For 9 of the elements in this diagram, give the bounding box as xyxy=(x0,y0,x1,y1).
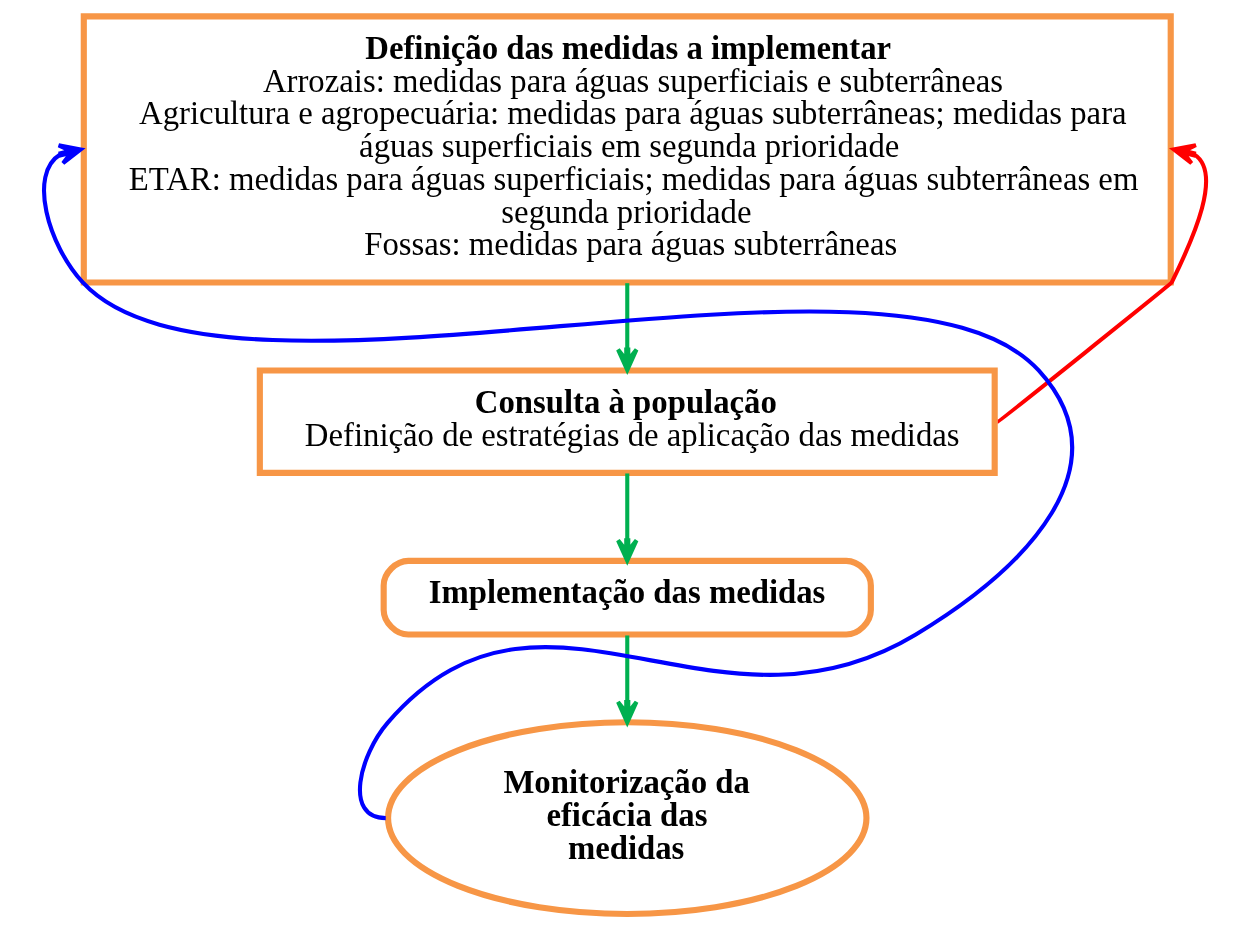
arrow xyxy=(996,143,1208,424)
arrow xyxy=(42,143,1074,820)
node-ellipse: Monitorização da eficácia das medidas xyxy=(385,719,870,918)
node-box: Implementação das medidas xyxy=(380,557,874,638)
node-box: Definição das medidas a implementar Arrozais: medidas para águas superficiais e subterrâneas Agricultura e agropecuária: medidas para águas subterrâneas; medidas para águas superficiais em segunda prioridade ETAR: medidas para águas superficiais; medidas para águas subterrâneas em segunda prioridade Fossas: medidas para águas subterrâneas xyxy=(80,13,1174,286)
arrow xyxy=(616,635,639,725)
arrow xyxy=(616,473,639,563)
arrow xyxy=(616,283,639,373)
node-box: Consulta à população Definição de estratégias de aplicação das medidas xyxy=(256,367,998,476)
